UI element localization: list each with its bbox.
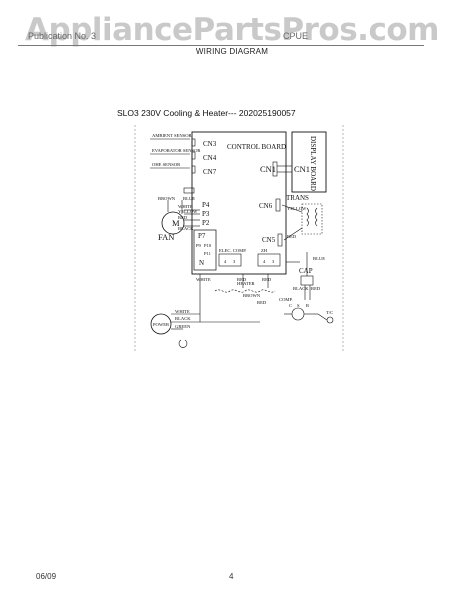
relay-elec-comp: ELEC. COMP. 4 3 <box>218 248 246 267</box>
fan-label: FAN <box>158 232 174 242</box>
trans-wire-yellow: YELLOW <box>287 206 307 211</box>
section-title: WIRING DIAGRAM <box>195 47 269 56</box>
cn1-board: CN1 <box>260 164 276 174</box>
power-wire-black: BLACK <box>175 316 191 321</box>
diagram-subtitle: SLO3 230V Cooling & Heater--- 2020251900… <box>117 108 296 118</box>
trans-wire-red: RED <box>287 234 297 239</box>
capacitor <box>300 252 314 300</box>
power-wire-white: WHITE <box>175 309 190 314</box>
relay-elec-comp-label: ELEC. COMP. <box>219 248 246 253</box>
page-header: AppliancePartsPros.com Publication No. 3… <box>0 0 464 62</box>
board-wire-red-2: RED <box>262 277 272 282</box>
fan-wire-yellow: YELLOW <box>178 209 198 214</box>
relay-zh: ZH 4 3 <box>257 248 281 267</box>
comp-label: COMP. <box>279 297 293 302</box>
cap-wire-blue: BLUE <box>313 256 325 261</box>
sensor-ohe: OHE SENSOR <box>152 162 181 167</box>
fan-wire-black: BLACK <box>178 226 194 231</box>
comp-term-c: C <box>289 303 292 308</box>
fan-wire-red: RED <box>178 215 188 220</box>
trans-label: TRANS <box>286 194 309 202</box>
sensor-evaporator: EVAPORATOR SENSOR <box>152 148 201 153</box>
fan-m-label: M <box>172 218 180 228</box>
cn6-label: CN6 <box>259 202 273 210</box>
publication-label: Publication No. 3 <box>28 31 97 41</box>
board-wire-red-1: RED <box>237 277 247 282</box>
control-board <box>191 131 287 275</box>
fan-wire-white: WHITE <box>178 204 193 209</box>
cn3-label: CN3 <box>203 140 217 148</box>
watermark: AppliancePartsPros.com <box>25 12 439 48</box>
board-title: CONTROL BOARD <box>227 143 286 151</box>
sensor-ambient: AMBIENT SENSOR <box>152 133 193 138</box>
overload-label: T/C <box>326 310 333 315</box>
cn1-display: CN1 <box>294 164 310 174</box>
p2-label: P2 <box>202 219 210 227</box>
neutral-block <box>193 229 217 271</box>
fan-motor <box>161 211 185 235</box>
cn7-label: CN7 <box>203 168 217 176</box>
comp-wire-red: RED <box>311 286 321 291</box>
comp-wire-black: BLACK <box>293 286 309 291</box>
relay-zh-label: ZH <box>261 248 268 253</box>
display-board <box>291 131 327 193</box>
diagram-frame <box>134 125 344 352</box>
heater-wire-brown: BROWN <box>243 293 261 298</box>
misc-red-label: RED <box>257 300 267 305</box>
sensor-group: AMBIENT SENSOR EVAPORATOR SENSOR OHE SEN… <box>152 133 201 167</box>
fan-wire-brown: BROWN <box>158 196 176 201</box>
relay-elec-comp-pin-3: 3 <box>233 259 236 264</box>
p9-label: P9 <box>196 243 202 248</box>
relay-zh-pin-3: 3 <box>272 259 275 264</box>
comp-term-s: S <box>297 303 300 308</box>
overload-protector <box>317 313 334 324</box>
board-wire-white: WHITE <box>196 277 211 282</box>
p11-label: P11 <box>204 251 212 256</box>
footer-date: 06/09 <box>36 572 57 581</box>
header-rule <box>18 45 424 46</box>
cn5-label: CN5 <box>262 236 276 244</box>
cap-label: CAP <box>299 267 313 275</box>
power-label: POWER <box>153 322 170 327</box>
heater-element <box>214 289 276 293</box>
model-label: CPUE <box>283 31 309 41</box>
p7-label: P7 <box>198 232 206 240</box>
fan-wire-blue: BLUE <box>183 196 195 201</box>
p4-label: P4 <box>202 201 210 209</box>
power-plug <box>150 313 172 335</box>
relay-elec-comp-pin-4: 4 <box>224 259 227 264</box>
comp-term-r: R <box>306 303 310 308</box>
display-board-label: DISPLAY BOARD <box>309 136 317 191</box>
cn4-label: CN4 <box>203 154 217 162</box>
heater-label: HEATER <box>237 281 256 286</box>
power-wire-green: GREEN <box>175 324 191 329</box>
p10-label: P10 <box>204 243 212 248</box>
relay-zh-pin-4: 4 <box>263 259 266 264</box>
transformer <box>281 203 323 241</box>
p3-label: P3 <box>202 210 210 218</box>
n-label: N <box>199 259 204 267</box>
compressor <box>284 307 318 321</box>
footer-page-number: 4 <box>229 572 234 581</box>
